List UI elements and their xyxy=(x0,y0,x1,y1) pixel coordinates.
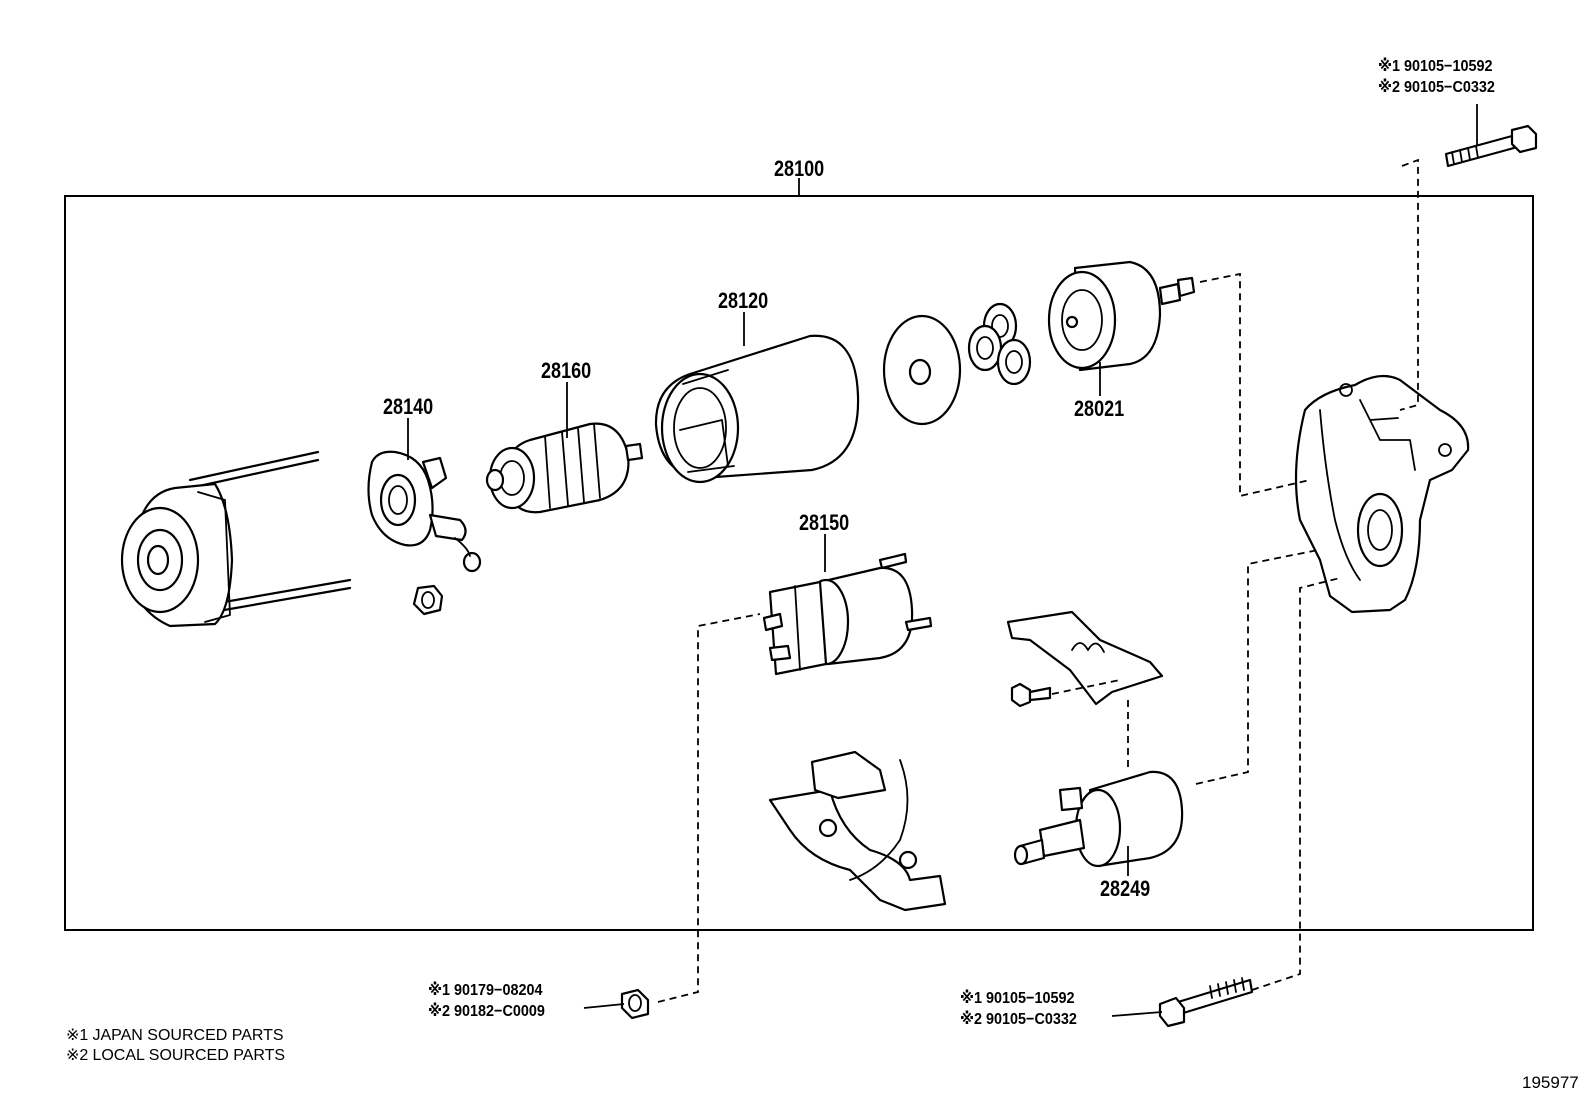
label-28140: 28140 xyxy=(383,394,434,419)
rear-end-frame xyxy=(120,450,352,628)
bottom-nut-ref-2: ※2 90182−C0009 xyxy=(428,1003,545,1020)
brush-plate-nut xyxy=(412,584,444,616)
bracket-screw xyxy=(1010,682,1052,708)
legend-note-2: ※2 LOCAL SOURCED PARTS xyxy=(66,1046,285,1065)
bottom-bolt-ref-2: ※2 90105−C0332 xyxy=(960,1011,1077,1028)
top-bolt xyxy=(1444,124,1538,168)
solenoid-plunger xyxy=(1013,770,1184,868)
top-bolt-ref-2: ※2 90105−C0332 xyxy=(1378,79,1495,96)
bottom-nut-ref-1: ※1 90179−08204 xyxy=(428,982,543,999)
label-28100: 28100 xyxy=(774,156,825,181)
legend-text-1: JAPAN SOURCED PARTS xyxy=(92,1027,284,1044)
planetary-gears xyxy=(967,302,1032,386)
label-28150: 28150 xyxy=(799,510,850,535)
legend-mark-1: ※1 xyxy=(66,1027,89,1044)
bottom-nut xyxy=(620,988,650,1020)
label-28120: 28120 xyxy=(718,288,769,313)
label-28021: 28021 xyxy=(1074,396,1125,421)
top-bolt-ref-1: ※1 90105−10592 xyxy=(1378,58,1493,75)
legend-note-1: ※1 JAPAN SOURCED PARTS xyxy=(66,1026,284,1045)
contact-plate-bracket xyxy=(1006,610,1164,706)
brush-holder-plate xyxy=(367,450,482,573)
starter-clutch xyxy=(1047,260,1196,372)
armature xyxy=(485,422,644,514)
magnetic-switch xyxy=(762,552,933,676)
legend-mark-2: ※2 xyxy=(66,1047,89,1064)
legend-text-2: LOCAL SOURCED PARTS xyxy=(92,1047,286,1064)
yoke-field-frame xyxy=(654,334,860,484)
thrust-plate xyxy=(882,314,962,426)
bottom-bolt xyxy=(1158,977,1254,1028)
label-28249: 28249 xyxy=(1100,876,1151,901)
diagram-id: 195977 xyxy=(1522,1073,1579,1092)
label-28160: 28160 xyxy=(541,358,592,383)
starter-brush-holder xyxy=(768,750,947,912)
drive-housing xyxy=(1294,374,1470,614)
bottom-bolt-ref-1: ※1 90105−10592 xyxy=(960,990,1075,1007)
